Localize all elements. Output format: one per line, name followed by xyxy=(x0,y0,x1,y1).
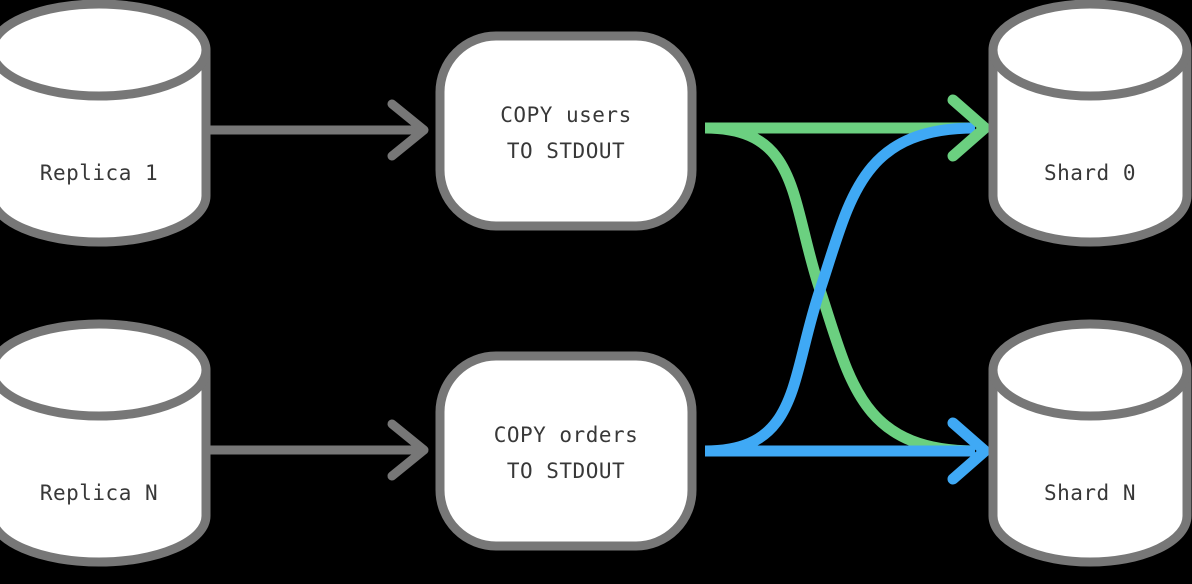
shard-n-cylinder-body xyxy=(988,365,1192,567)
blue-curve-shaft xyxy=(704,122,976,457)
copy-orders-box xyxy=(435,351,697,551)
copy-orders-line-2: TO STDOUT xyxy=(507,459,625,483)
node-replica-n[interactable]: Replica N xyxy=(0,319,211,567)
replica-n-label: Replica N xyxy=(40,481,158,505)
green-arrow-head-shard0 xyxy=(947,94,991,162)
replica-n-cylinder-top xyxy=(0,319,211,421)
edge-copyorders-to-shard0 xyxy=(704,122,976,457)
shard-0-cylinder-top xyxy=(988,0,1192,101)
gray-arrow-bottom-head xyxy=(387,419,429,481)
edge-replican-to-copyorders xyxy=(209,419,429,481)
gray-arrow-top-head xyxy=(387,99,429,161)
copy-users-box xyxy=(435,31,697,231)
replica-n-cylinder-body xyxy=(0,365,211,567)
replica-1-cylinder-body xyxy=(0,45,211,247)
shard-0-cylinder-body xyxy=(988,45,1192,247)
node-shard-n[interactable]: Shard N xyxy=(988,319,1192,567)
node-copy-users[interactable]: COPY users TO STDOUT xyxy=(435,31,697,231)
replica-1-cylinder-top xyxy=(0,0,211,101)
replica-1-label: Replica 1 xyxy=(40,161,158,185)
node-shard-0[interactable]: Shard 0 xyxy=(988,0,1192,247)
blue-arrow-head-shardn xyxy=(947,417,991,485)
shard-n-cylinder-top xyxy=(988,319,1192,421)
copy-orders-line-1: COPY orders xyxy=(494,423,639,447)
edge-copyusers-to-shardn xyxy=(704,122,976,457)
node-copy-orders[interactable]: COPY orders TO STDOUT xyxy=(435,351,697,551)
shard-n-label: Shard N xyxy=(1044,481,1136,505)
node-replica-1[interactable]: Replica 1 xyxy=(0,0,211,247)
copy-users-line-1: COPY users xyxy=(500,103,631,127)
green-curve-shaft xyxy=(704,122,976,457)
shard-0-label: Shard 0 xyxy=(1044,161,1136,185)
edge-replica1-to-copyusers xyxy=(209,99,429,161)
copy-users-line-2: TO STDOUT xyxy=(507,139,625,163)
